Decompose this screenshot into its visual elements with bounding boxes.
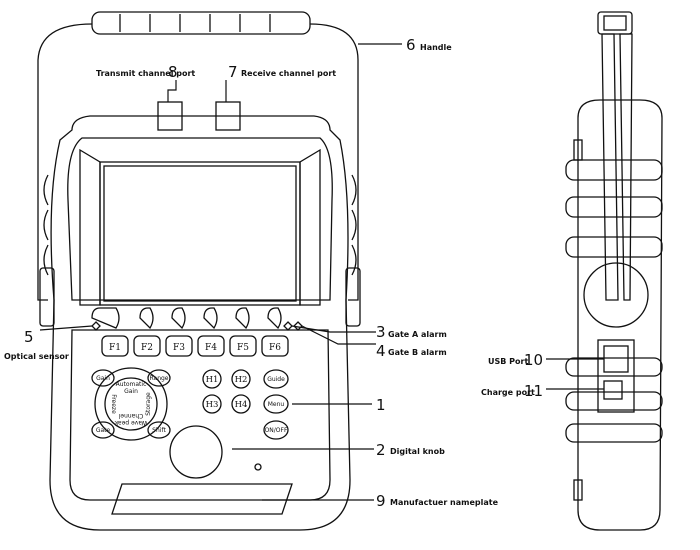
- h3-key[interactable]: H3: [206, 400, 219, 410]
- label-8-text: Transmit channel port: [96, 69, 195, 78]
- h2-key[interactable]: H2: [235, 375, 248, 385]
- label-6-num: 6: [406, 36, 416, 54]
- guide-key[interactable]: Guide: [267, 376, 285, 383]
- nameplate: [111, 483, 293, 515]
- function-keys: [101, 335, 289, 357]
- h4-key[interactable]: H4: [235, 400, 248, 410]
- freeze-key[interactable]: Freeze: [110, 394, 117, 414]
- optical-sensor: [91, 321, 101, 331]
- f3-key[interactable]: F3: [173, 343, 185, 353]
- label-5-num: 5: [24, 328, 34, 346]
- label-2-num: 2: [376, 441, 386, 459]
- front-view: [37, 11, 361, 531]
- label-11-text: Charge port: [481, 388, 535, 397]
- label-9-text: Manufactuer nameplate: [390, 498, 499, 507]
- label-4-num: 4: [376, 342, 386, 360]
- display-screen: [99, 161, 301, 306]
- label-3-num: 3: [376, 323, 386, 341]
- device-body: [49, 115, 351, 531]
- label-10-text: USB Port: [488, 357, 528, 366]
- range-key[interactable]: Range: [149, 375, 168, 382]
- f4-key[interactable]: F4: [205, 343, 217, 353]
- gate-a-led: [283, 321, 293, 331]
- f6-key[interactable]: F6: [269, 343, 281, 353]
- label-8-num: 8: [168, 63, 178, 81]
- automatic-gain-key-line2: Gain: [124, 388, 138, 395]
- on-off-key[interactable]: ON/OFF: [265, 427, 288, 434]
- f2-key[interactable]: F2: [141, 343, 153, 353]
- gate-key[interactable]: Gate: [96, 427, 111, 434]
- shift-key[interactable]: Shift: [152, 427, 166, 434]
- wave-peak-key[interactable]: Wave peak: [114, 419, 148, 426]
- charge-port: [603, 380, 623, 400]
- label-7-num: 7: [228, 63, 238, 81]
- automatic-gain-key[interactable]: Automatic: [116, 381, 147, 388]
- menu-key[interactable]: Menu: [268, 401, 285, 408]
- digital-knob[interactable]: [169, 425, 223, 479]
- h1-key[interactable]: H1: [206, 375, 219, 385]
- f1-key[interactable]: F1: [109, 343, 121, 353]
- label-6-text: Handle: [420, 43, 452, 52]
- label-9-num: 9: [376, 492, 386, 510]
- gain-key[interactable]: Gain: [96, 375, 110, 382]
- side-view: [546, 11, 663, 531]
- handle: [37, 11, 359, 301]
- label-10-num: 10: [524, 351, 543, 369]
- leader-lines: [39, 43, 402, 501]
- f5-key[interactable]: F5: [237, 343, 249, 353]
- label-2-text: Digital knob: [390, 447, 445, 456]
- label-1-num: 1: [376, 396, 386, 414]
- label-7-text: Receive channel port: [241, 69, 336, 78]
- label-11-num: 11: [524, 382, 543, 400]
- storage-key[interactable]: Storage: [145, 392, 152, 416]
- channel-key[interactable]: Channel: [118, 412, 143, 419]
- label-3-text: Gate A alarm: [388, 330, 447, 339]
- usb-port: [603, 345, 629, 373]
- label-4-text: Gate B alarm: [388, 348, 447, 357]
- label-5-text: Optical sensor: [4, 352, 69, 361]
